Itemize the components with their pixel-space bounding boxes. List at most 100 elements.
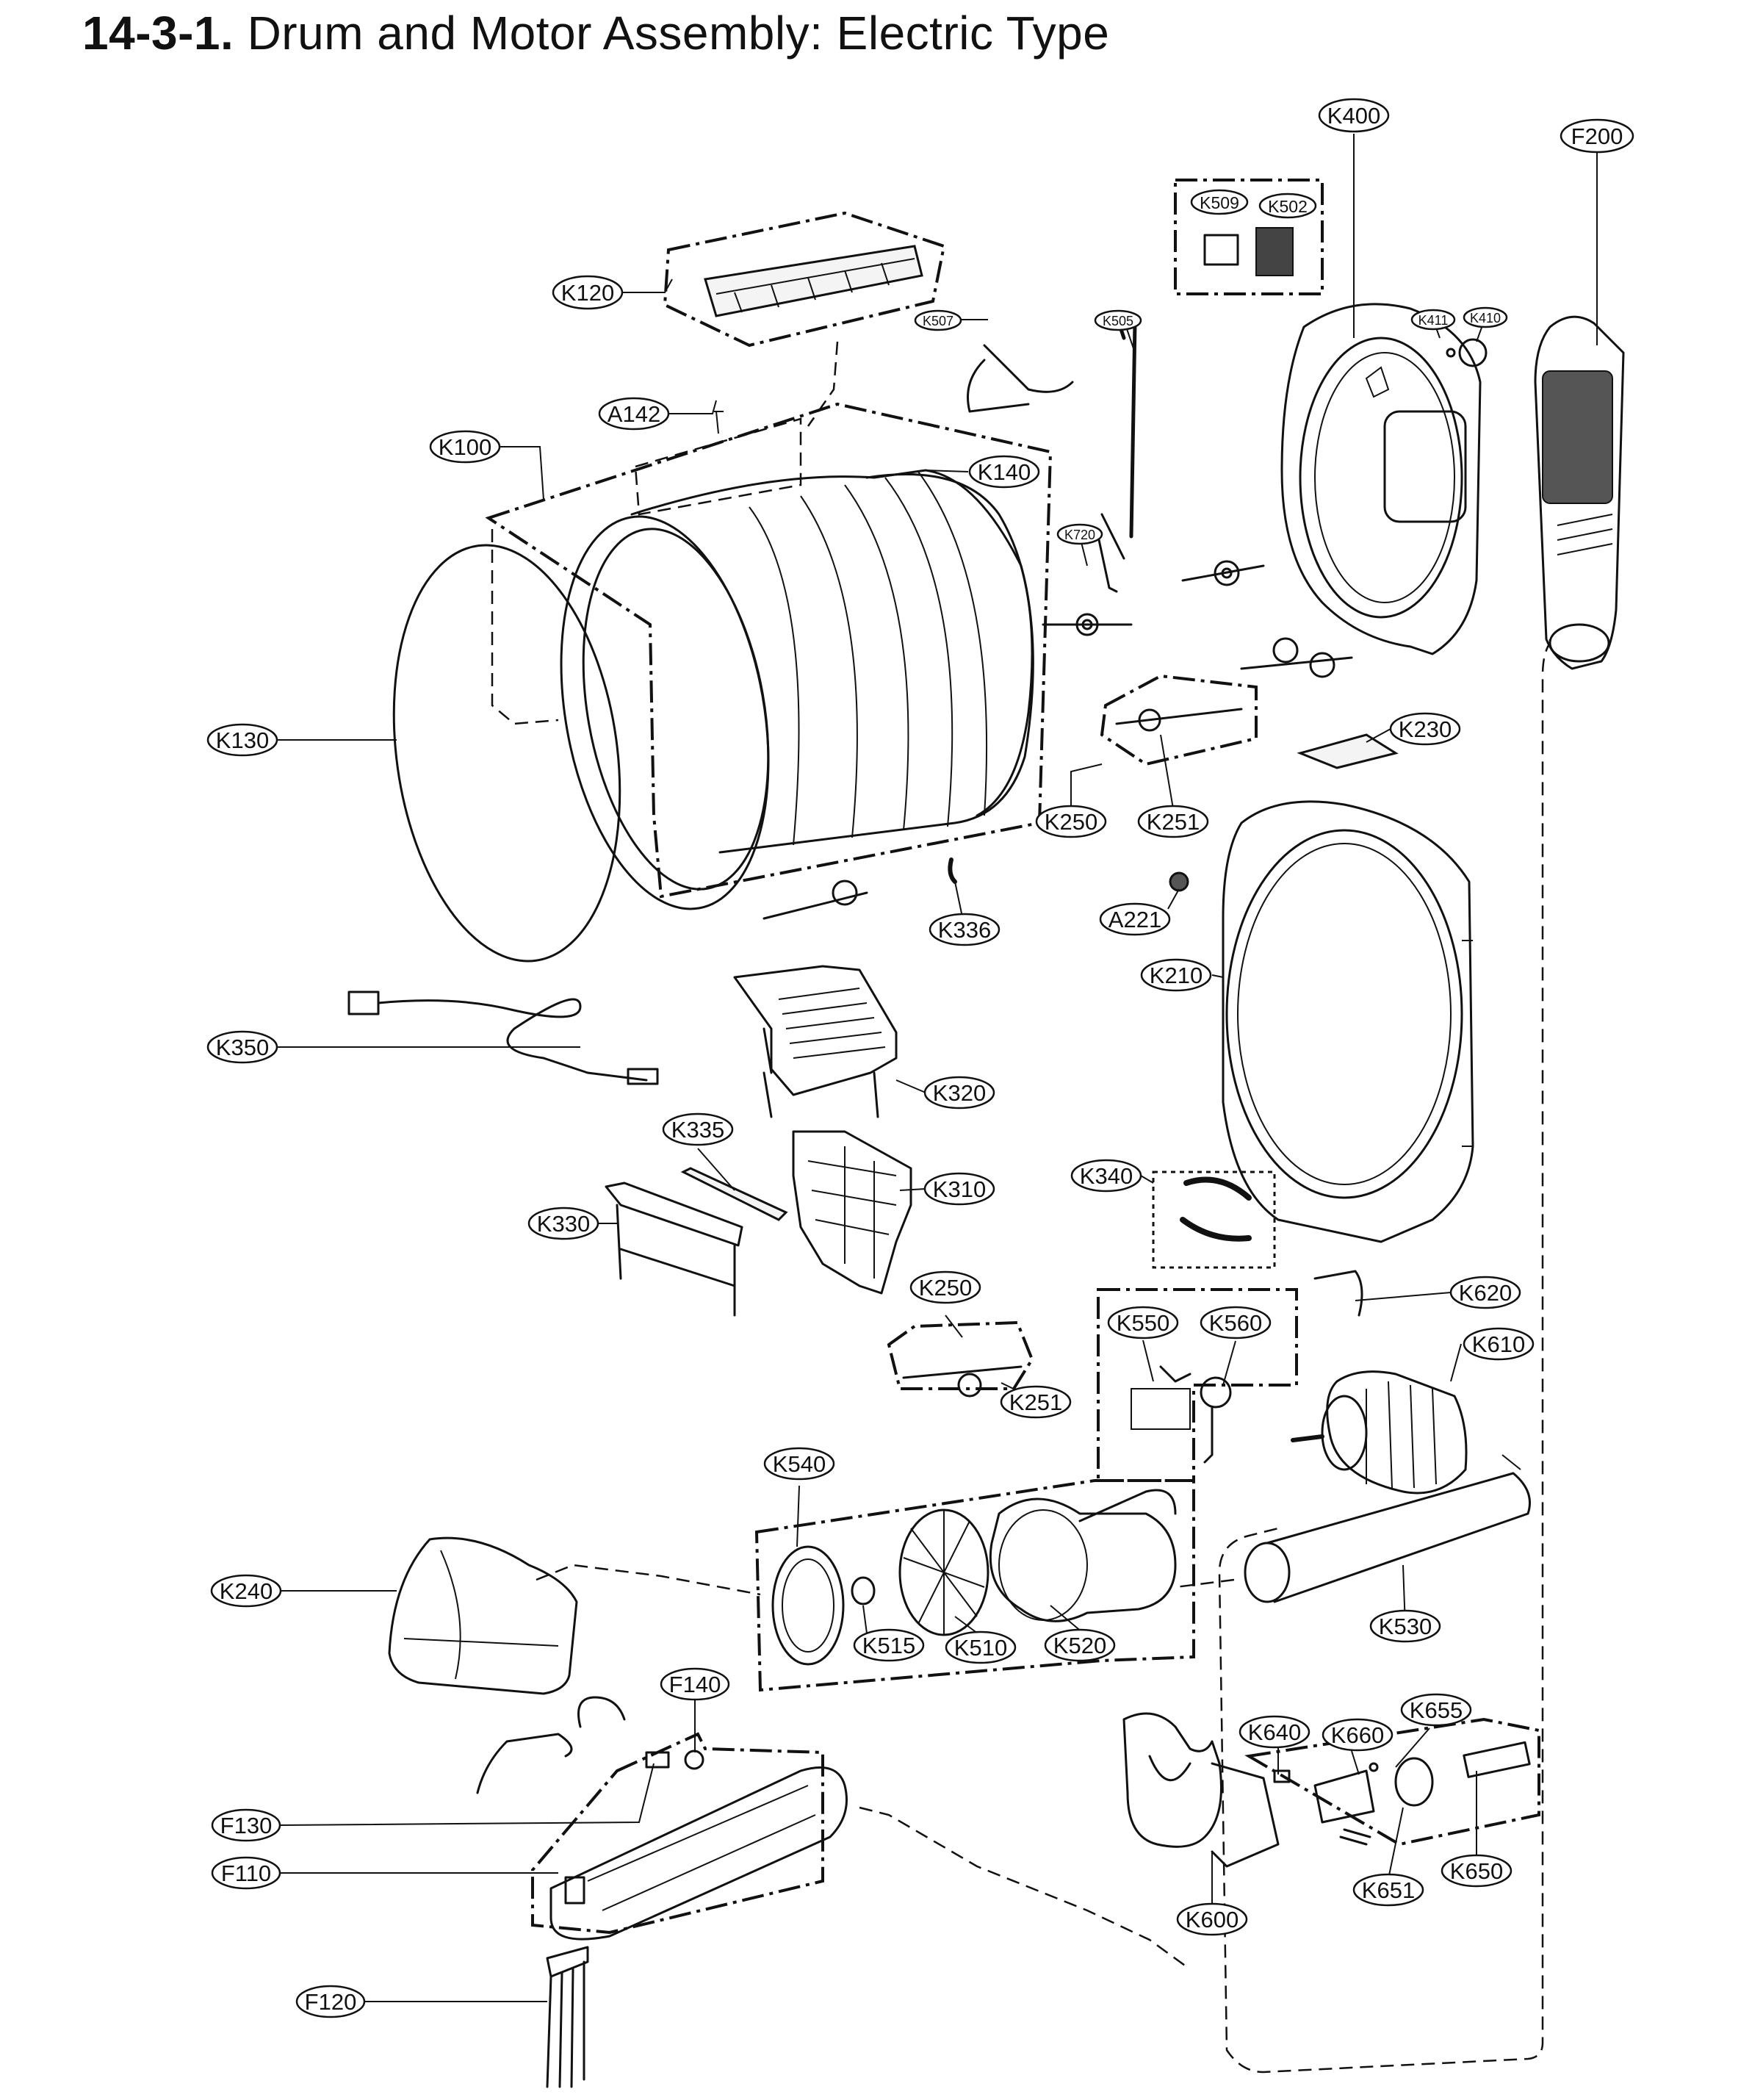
callout-K550: K550 <box>1107 1306 1179 1340</box>
svg-text:F110: F110 <box>221 1860 271 1886</box>
k120-part <box>704 245 923 317</box>
callout-K310: K310 <box>923 1172 995 1206</box>
svg-text:F200: F200 <box>1571 123 1623 149</box>
svg-text:K320: K320 <box>933 1080 986 1106</box>
svg-text:K350: K350 <box>216 1035 269 1060</box>
callout-K660: K660 <box>1322 1718 1394 1752</box>
callout-K140: K140 <box>968 455 1040 489</box>
callout-K720: K720 <box>1056 523 1103 545</box>
callout-K251-lower: K251 <box>1000 1385 1072 1419</box>
svg-text:A221: A221 <box>1108 907 1161 932</box>
svg-text:K600: K600 <box>1186 1907 1239 1932</box>
f130-f140-parts <box>476 1696 704 1794</box>
k340-part <box>1180 1176 1252 1242</box>
svg-text:K230: K230 <box>1399 716 1452 742</box>
svg-text:K336: K336 <box>938 917 991 943</box>
callout-K560: K560 <box>1200 1306 1272 1340</box>
svg-text:K655: K655 <box>1410 1697 1463 1723</box>
svg-text:K651: K651 <box>1362 1877 1415 1903</box>
callout-K251-upper: K251 <box>1137 805 1209 838</box>
blower-assembly <box>771 1489 1177 1666</box>
callout-K515: K515 <box>853 1628 925 1662</box>
svg-text:K130: K130 <box>216 727 269 753</box>
k130-part <box>392 544 621 963</box>
callout-K520: K520 <box>1044 1628 1116 1662</box>
callout-K655: K655 <box>1400 1693 1472 1727</box>
callout-F120: F120 <box>295 1985 366 2018</box>
callout-K640: K640 <box>1239 1715 1310 1749</box>
svg-text:K640: K640 <box>1248 1719 1301 1745</box>
k320-part <box>733 965 898 1118</box>
callout-F110: F110 <box>211 1856 281 1890</box>
svg-text:K340: K340 <box>1080 1163 1133 1189</box>
roller-hardware <box>714 314 1488 1398</box>
callout-K650: K650 <box>1441 1854 1513 1888</box>
callout-K530: K530 <box>1369 1609 1441 1643</box>
svg-text:K400: K400 <box>1327 103 1380 129</box>
callout-K620: K620 <box>1449 1276 1521 1309</box>
svg-text:K510: K510 <box>954 1635 1007 1661</box>
k600-part <box>1122 1712 1280 1868</box>
k550-k560-parts <box>1131 1365 1232 1464</box>
k350-part <box>347 990 659 1085</box>
svg-text:K650: K650 <box>1450 1858 1503 1884</box>
callout-K600: K600 <box>1176 1902 1248 1936</box>
callout-K230: K230 <box>1389 712 1461 746</box>
callout-K336: K336 <box>929 913 1001 946</box>
callout-A221: A221 <box>1099 902 1171 936</box>
svg-text:K540: K540 <box>773 1451 826 1477</box>
k100-drum <box>560 469 1034 910</box>
k230-part <box>1297 733 1399 769</box>
callout-K250-lower: K250 <box>909 1270 981 1304</box>
svg-text:K240: K240 <box>220 1578 273 1604</box>
f200-part <box>1534 315 1625 670</box>
callout-K509: K509 <box>1190 189 1249 215</box>
callout-F200: F200 <box>1560 118 1634 154</box>
svg-text:K251: K251 <box>1147 809 1200 835</box>
svg-text:F130: F130 <box>220 1813 273 1838</box>
callout-K350: K350 <box>206 1030 278 1064</box>
svg-text:K310: K310 <box>933 1176 986 1202</box>
k240-part <box>388 1536 578 1695</box>
k400-part <box>1280 303 1482 655</box>
callout-A142: A142 <box>598 397 670 431</box>
page-title: 14-3-1. Drum and Motor Assembly: Electri… <box>82 6 1109 60</box>
svg-text:K520: K520 <box>1053 1633 1106 1658</box>
svg-text:K411: K411 <box>1418 313 1449 328</box>
svg-text:K251: K251 <box>1009 1389 1062 1415</box>
svg-text:K250: K250 <box>919 1275 972 1301</box>
callout-K507: K507 <box>914 309 962 331</box>
svg-text:A142: A142 <box>608 401 660 427</box>
f110-part <box>549 1766 848 1941</box>
svg-text:K210: K210 <box>1150 963 1203 988</box>
svg-text:K250: K250 <box>1045 809 1097 835</box>
svg-text:K620: K620 <box>1459 1280 1512 1306</box>
callout-K340: K340 <box>1070 1159 1142 1193</box>
svg-text:K560: K560 <box>1209 1310 1262 1336</box>
section-number: 14-3-1. <box>82 7 234 60</box>
k610-motor <box>1291 1270 1468 1495</box>
svg-text:K120: K120 <box>561 280 614 306</box>
svg-text:K507: K507 <box>923 314 953 328</box>
svg-text:K660: K660 <box>1331 1722 1384 1748</box>
svg-text:K509: K509 <box>1200 193 1239 212</box>
svg-text:K335: K335 <box>671 1117 724 1143</box>
callout-K540: K540 <box>763 1447 835 1481</box>
k330-part <box>605 1182 743 1317</box>
svg-text:K530: K530 <box>1379 1614 1432 1639</box>
svg-text:K330: K330 <box>537 1211 590 1237</box>
callout-K502: K502 <box>1258 193 1317 219</box>
callout-K120: K120 <box>552 275 624 310</box>
svg-text:K140: K140 <box>978 459 1031 485</box>
callout-F130: F130 <box>211 1808 281 1842</box>
svg-text:K410: K410 <box>1470 311 1501 326</box>
k310-part <box>792 1130 912 1295</box>
callout-K210: K210 <box>1140 958 1212 992</box>
callout-K510: K510 <box>945 1630 1017 1664</box>
f120-part <box>546 1946 589 2088</box>
k210-part <box>1222 800 1474 1243</box>
svg-text:K610: K610 <box>1472 1331 1525 1357</box>
callout-K400: K400 <box>1318 98 1390 133</box>
leader-lines <box>275 134 1598 2002</box>
